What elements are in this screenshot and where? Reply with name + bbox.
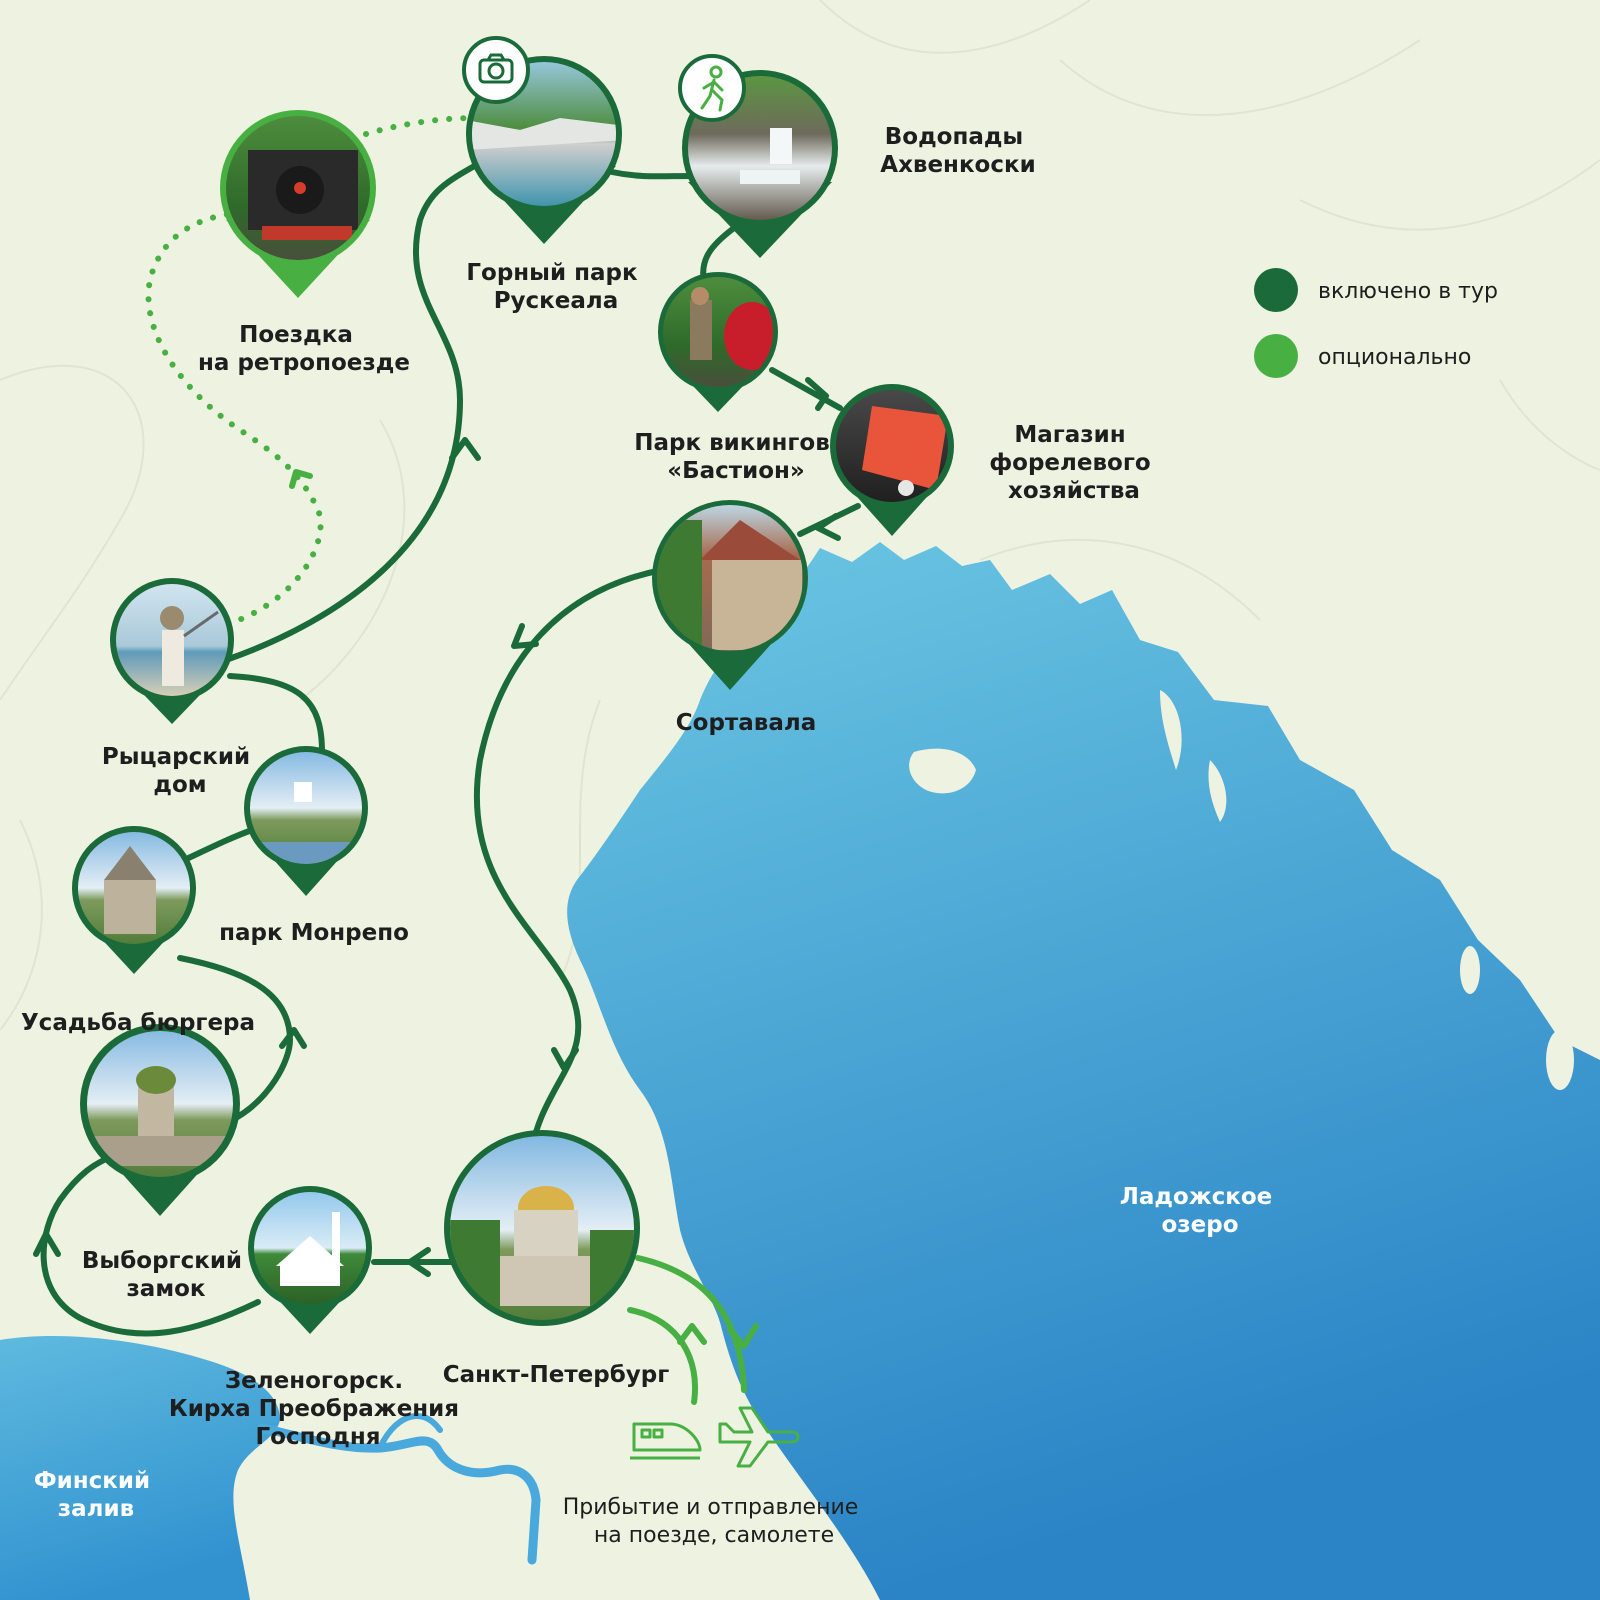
label-ruskeala: Горный парк Рускеала xyxy=(466,260,645,314)
pin-zelenogorsk[interactable] xyxy=(248,1186,372,1334)
hiking-icon xyxy=(700,65,724,112)
label-trout-shop: Магазин форелевого хозяйства xyxy=(989,422,1158,504)
label-akhvenkoski: Водопады Ахвенкоски xyxy=(880,124,1035,178)
legend-included-swatch xyxy=(1254,268,1298,312)
pin-trout-shop[interactable] xyxy=(830,384,954,536)
ladoga-lake xyxy=(567,542,1600,1600)
pin-akhvenkoski[interactable] xyxy=(678,54,842,258)
legend-optional-swatch xyxy=(1254,334,1298,378)
lake-islands xyxy=(909,690,1574,1090)
pin-knight-house[interactable] xyxy=(110,578,234,724)
pin-burgher-estate[interactable] xyxy=(72,826,196,974)
legend-included-label: включено в тур xyxy=(1318,279,1498,304)
pin-monrepo[interactable] xyxy=(244,746,368,896)
plane-icon xyxy=(718,1406,800,1468)
legend-optional-label: опционально xyxy=(1318,345,1471,370)
label-sortavala: Сортавала xyxy=(676,710,816,736)
label-vyborg-castle: Выборгский замок xyxy=(82,1248,250,1302)
label-bastion: Парк викингов «Бастион» xyxy=(634,430,838,484)
camera-icon xyxy=(478,53,514,84)
finnish-gulf xyxy=(0,1336,280,1600)
label-finnish-gulf: Финский залив xyxy=(34,1468,158,1522)
terrain-contours xyxy=(0,0,1600,1031)
label-retro-train: Поездка на ретропоезде xyxy=(198,322,410,376)
pin-vyborg-castle[interactable] xyxy=(80,1024,240,1216)
pin-sortavala[interactable] xyxy=(652,500,812,690)
label-burgher-estate: Усадьба бюргера xyxy=(21,1010,255,1036)
neva-river xyxy=(257,1423,541,1565)
label-zelenogorsk: Зеленогорск. Кирха Преображения Господня xyxy=(169,1368,467,1450)
route-optional-arrow xyxy=(289,469,313,489)
pin-spb[interactable] xyxy=(444,1130,642,1328)
legend: включено в тур опционально xyxy=(1254,268,1498,378)
label-monrepo: парк Монрепо xyxy=(219,920,409,946)
place-labels: Поездка на ретропоезде Горный парк Руске… xyxy=(21,124,1158,1450)
pin-bastion[interactable] xyxy=(658,272,780,412)
label-ladoga-lake: Ладожское озеро xyxy=(1120,1184,1281,1238)
train-icon xyxy=(630,1422,702,1460)
pin-retro-train[interactable] xyxy=(220,110,380,298)
label-spb: Санкт-Петербург xyxy=(443,1362,670,1388)
arrival-arrows xyxy=(627,1255,759,1405)
neva-river-branch xyxy=(377,1413,443,1451)
camera-icon-badge xyxy=(462,36,530,104)
label-knight-house: Рыцарский дом xyxy=(102,744,258,798)
route-optional xyxy=(145,115,477,627)
arrival-caption: Прибытие и отправление на поезде, самоле… xyxy=(563,1495,866,1548)
route-arrows-included xyxy=(33,377,841,1277)
pin-ruskeala[interactable] xyxy=(462,36,626,244)
